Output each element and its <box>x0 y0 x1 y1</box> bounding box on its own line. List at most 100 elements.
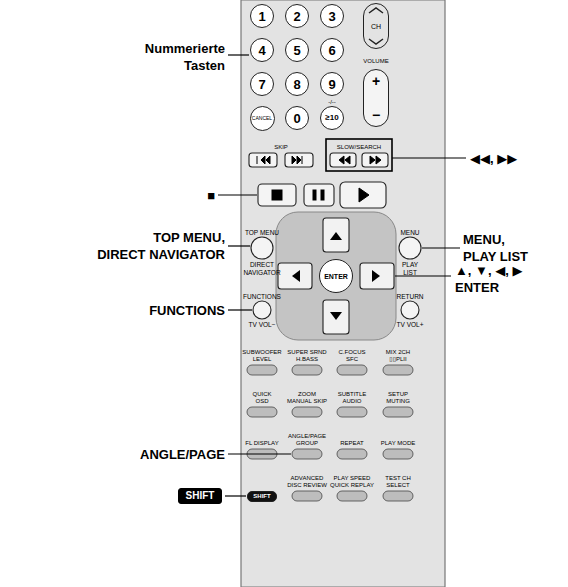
remote-body <box>241 0 445 587</box>
function-button <box>383 449 413 459</box>
callout-label: TOP MENU, DIRECT NAVIGATOR <box>97 229 225 263</box>
function-button <box>337 365 367 375</box>
button-caption: FUNCTIONS <box>243 293 281 301</box>
text-line: TEST CH <box>385 475 411 482</box>
leader-lines <box>218 55 466 496</box>
button-text: + <box>372 74 380 88</box>
text-line: ZOOM <box>287 391 327 398</box>
text-line: GROUP <box>288 440 326 447</box>
text-line: ENTER <box>455 279 522 296</box>
transport-icons <box>257 156 381 202</box>
remote-button: 0 <box>285 106 309 130</box>
channel-chevrons <box>369 8 383 44</box>
button-caption: RETURN <box>396 293 423 301</box>
button-caption: TV VOL+ <box>397 321 424 329</box>
button-text: 4 <box>258 44 265 57</box>
button-text: CH <box>371 23 381 30</box>
text-line: SUBWOOFER <box>242 349 281 356</box>
function-button <box>337 449 367 459</box>
button-text: CANCEL <box>252 116 272 121</box>
text-line: QUICK REPLAY <box>330 482 374 489</box>
text-line: SELECT <box>385 482 411 489</box>
arrow-buttons <box>278 218 394 334</box>
button-caption: C.FOCUS SFC <box>339 349 366 363</box>
text-line: OSD <box>252 398 271 405</box>
callout-label: ▲, ▼, ◀, ▶ ENTER <box>455 262 522 296</box>
remote-button: 5 <box>285 38 309 62</box>
text-line: QUICK <box>252 391 271 398</box>
button-caption: ZOOM MANUAL SKIP <box>287 391 327 405</box>
text-line: MUTING <box>386 398 410 405</box>
button-text: 7 <box>258 78 265 91</box>
function-button <box>247 407 277 417</box>
remote-button: 1 <box>250 4 274 28</box>
function-button <box>292 449 322 459</box>
remote-button: SHIFT <box>247 491 277 502</box>
function-button <box>292 365 322 375</box>
button-caption: TEST CH SELECT <box>385 475 411 489</box>
text-line: PLAY LIST <box>463 248 528 265</box>
remote-button: +− <box>363 69 389 127</box>
button-text: 5 <box>293 44 300 57</box>
button-caption: TOP MENU <box>245 229 279 237</box>
callout-label: FUNCTIONS <box>149 302 225 319</box>
text-line: LIST <box>402 269 418 277</box>
text-line: AUDIO <box>338 398 367 405</box>
function-button <box>337 407 367 417</box>
callout-key-box: SHIFT <box>178 488 222 504</box>
text-line: SETUP <box>386 391 410 398</box>
button-text: SHIFT <box>253 493 270 499</box>
function-buttons <box>247 365 413 501</box>
callout-label: ANGLE/PAGE <box>140 446 225 463</box>
button-caption: SETUP MUTING <box>386 391 410 405</box>
text-line: ▲, ▼, ◀, ▶ <box>455 262 522 279</box>
button-caption: DIRECT NAVIGATOR <box>243 261 280 276</box>
button-caption: MENU <box>400 229 419 237</box>
remote-button: 8 <box>285 72 309 96</box>
text-line: PLAY <box>402 261 418 269</box>
button-text: 1 <box>258 10 265 23</box>
text-line: DIRECT NAVIGATOR <box>97 246 225 263</box>
button-text: 3 <box>328 10 335 23</box>
function-button <box>247 365 277 375</box>
callout-label: MENU, PLAY LIST <box>463 231 528 265</box>
text-line: H.BASS <box>287 356 326 363</box>
text-line: PLAY SPEED <box>330 475 374 482</box>
button-caption: SKIP <box>274 144 288 151</box>
remote-button: 7 <box>250 72 274 96</box>
text-line: DISC REVIEW <box>287 482 327 489</box>
text-line: TOP MENU, <box>97 229 225 246</box>
button-text: 2 <box>293 10 300 23</box>
button-caption: SUBWOOFER LEVEL <box>242 349 281 363</box>
button-caption: ANGLE/PAGE GROUP <box>288 433 326 447</box>
function-button <box>383 491 413 501</box>
function-button <box>383 407 413 417</box>
button-caption: PLAY LIST <box>402 261 418 276</box>
callout-label: ◀◀, ▶▶ <box>470 150 517 167</box>
button-text: − <box>372 108 380 122</box>
button-caption: TV VOL− <box>249 321 276 329</box>
button-caption: SLOW/SEARCH <box>337 144 381 151</box>
text-line: MANUAL SKIP <box>287 398 327 405</box>
button-caption: -/-- <box>328 99 336 106</box>
button-text: 6 <box>328 44 335 57</box>
button-caption: FL DISPLAY <box>245 440 278 447</box>
text-line: SUPER SRND <box>287 349 326 356</box>
text-line: Tasten <box>145 57 225 74</box>
remote-button: CH <box>363 3 389 49</box>
text-line: ▯▯PLII <box>386 356 410 363</box>
text-line: Nummerierte <box>145 40 225 57</box>
button-text: 8 <box>293 78 300 91</box>
text-line: NAVIGATOR <box>243 269 280 277</box>
remote-button: ENTER <box>319 259 353 293</box>
button-caption: MIX 2CH ▯▯PLII <box>386 349 410 363</box>
function-button <box>292 407 322 417</box>
button-caption: SUBTITLE AUDIO <box>338 391 367 405</box>
button-caption: REPEAT <box>340 440 364 447</box>
button-caption: QUICK OSD <box>252 391 271 405</box>
remote-button: 9 <box>320 72 344 96</box>
remote-button: 2 <box>285 4 309 28</box>
text-line: MIX 2CH <box>386 349 410 356</box>
button-text: ENTER <box>324 273 348 280</box>
